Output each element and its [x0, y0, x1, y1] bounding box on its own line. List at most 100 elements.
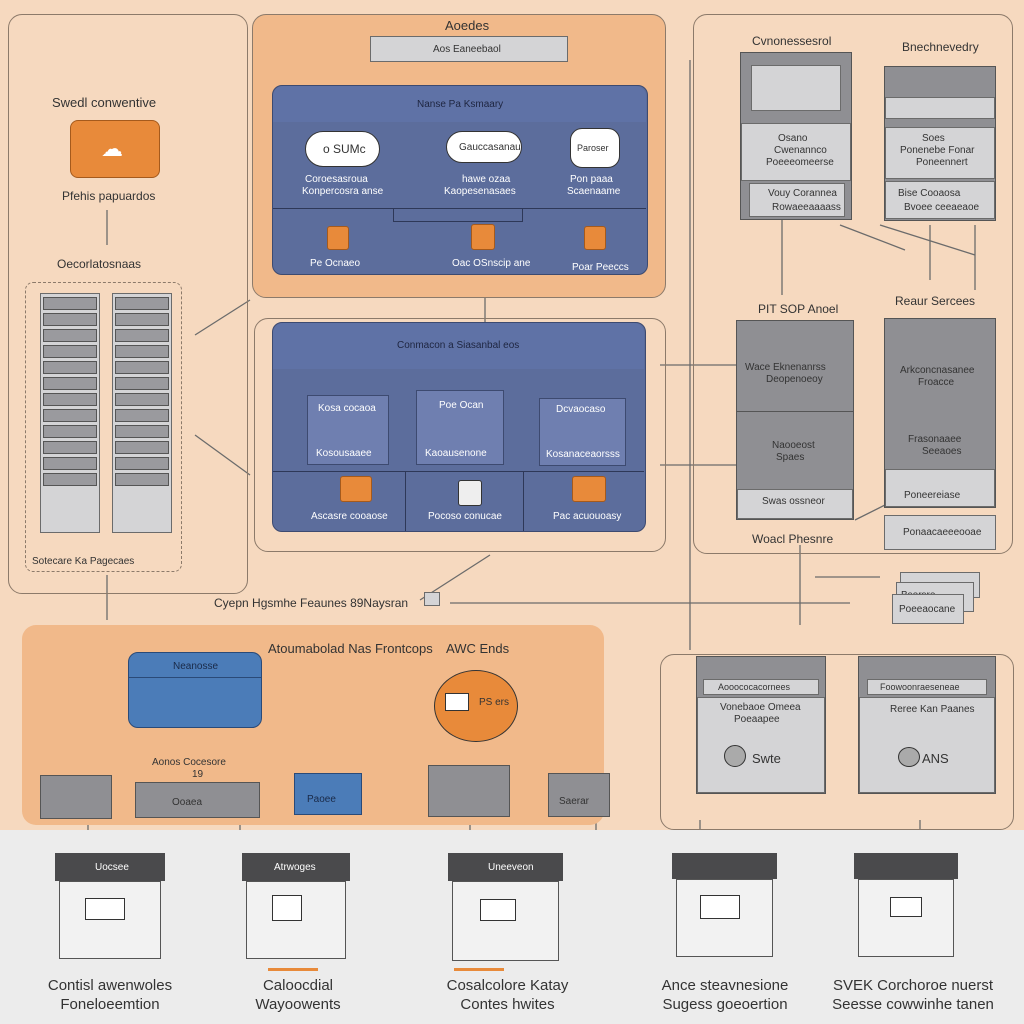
top-header-box: Aos Eaneebaol [370, 36, 568, 62]
right-col1-title: Cvnonessesrol [752, 34, 832, 48]
stack-card-label: Poeeaocane [899, 604, 956, 615]
panel-divider [273, 471, 644, 472]
database-caption: Aonos Cocesore [152, 757, 226, 768]
service-box-label: Kaoausenone [425, 448, 487, 459]
equipment-label: Ooaea [172, 797, 203, 808]
globe-icon [724, 745, 746, 767]
storage-panel [885, 97, 995, 119]
cross-label: Cyepn Hgsmhe Feaunes 89Naysran [214, 596, 409, 610]
integration-panel-header: Conmacon a Siasanbal eos [273, 323, 644, 369]
terminal: Uocsee [55, 853, 165, 963]
storage-group [25, 282, 182, 572]
storage-line: Vouy Corannea [768, 188, 837, 199]
panel-divider [405, 471, 406, 531]
service-box: Dcvaocaso Kosanaceaorsss [539, 398, 626, 466]
tower-line: Frasonaaee [908, 434, 962, 445]
database-number: 19 [192, 769, 204, 780]
services-panel-header: Nanse Pa Ksmaary [273, 86, 646, 122]
awc-label: AWC Ends [446, 641, 510, 656]
storage-line: Ponenebe Fonar [900, 145, 975, 156]
tower-caption: Woacl Phesnre [752, 532, 834, 546]
tower-line: Deopenoeoy [766, 374, 823, 385]
tower-line: Spaes [776, 452, 805, 463]
database-block: Neanosse [128, 652, 262, 728]
database-label: Neanosse [173, 661, 219, 672]
integration-footer: Pocoso conucae [428, 511, 502, 522]
server-icon [327, 226, 349, 250]
cloud-label: Paroser [577, 143, 609, 153]
cloud-glyph-icon: ☁ [101, 136, 123, 161]
service-box-label: Dcvaocaso [556, 404, 606, 415]
appliance-header: Aooococacornees [718, 682, 791, 692]
panel-tab [393, 208, 523, 222]
service-box: Poe Ocan Kaoausenone [416, 390, 504, 465]
cloud-caption: Scaenaame [567, 186, 621, 197]
terminal [854, 853, 958, 961]
panel-divider [523, 471, 524, 531]
tower-line: Seeaoes [922, 446, 962, 457]
right-mid1-title: PIT SOP Anoel [758, 302, 839, 316]
automation-title: Atoumabolad Nas Frontcops [268, 641, 433, 656]
terminal-title: Atrwoges [274, 862, 316, 873]
service-box-label: Kosousaaee [316, 448, 372, 459]
printer-icon [40, 775, 112, 819]
server-icon [471, 224, 495, 250]
cloud-label: Gauccasanau [459, 142, 521, 153]
service-box: Kosa cocaoa Kosousaaee [307, 395, 389, 465]
storage-block: Paoee [294, 773, 362, 815]
cloud-caption: Kaopesenasaes [444, 186, 516, 197]
device-icon [890, 897, 922, 917]
storage-line: Rowaeeaaaass [772, 202, 841, 213]
service-tower [736, 320, 854, 520]
server-label: Oac OSnscip ane [452, 258, 531, 269]
storage-unit [740, 52, 852, 220]
cloud-icon: o SUMc [305, 131, 380, 167]
terminal: Uneeveon [448, 853, 563, 965]
terminal [672, 853, 777, 961]
tower-caption: Ponaacaeeeooae [903, 527, 982, 538]
storage-line: Cwenannco [774, 145, 827, 156]
database-icon [340, 476, 372, 502]
service-box-label: Kosa cocaoa [318, 403, 376, 414]
server-label: Pe Ocnaeo [310, 258, 361, 269]
storage-caption: Sotecare Ka Pagecaes [32, 556, 135, 567]
globe-icon [898, 747, 920, 767]
server-label: Poar Peeccs [572, 262, 629, 273]
service-tower [884, 318, 996, 508]
storage-panel [885, 127, 995, 179]
tower-line: Poneereiase [904, 490, 961, 501]
monitor-icon [700, 895, 740, 919]
document-icon [272, 895, 302, 921]
service-box-label: Poe Ocan [439, 400, 484, 411]
top-header-label: Aos Eaneebaol [433, 44, 501, 55]
globe-label: PS ers [479, 697, 510, 708]
cloud-icon: Gauccasanau [446, 131, 522, 163]
bottom-right-region [660, 654, 1014, 830]
appliance-line: Vonebaoe Omeea [720, 702, 801, 713]
connector-icon [424, 592, 440, 606]
orange-marker [268, 968, 318, 971]
cloud-caption: Pon paaa [570, 174, 613, 185]
terminal-title: Uocsee [95, 862, 129, 873]
cloud-caption: Konpercosra anse [302, 186, 384, 197]
appliance-box: Aooococacornees [696, 656, 826, 794]
left-title: Swedl conwentive [52, 95, 157, 110]
right-mid2-title: Reaur Sercees [895, 294, 976, 308]
storage-line: Bise Cooaosa [898, 188, 961, 199]
right-col2-title: Bnechnevedry [902, 40, 979, 54]
appliance-header: Foowoonraeseneae [880, 682, 960, 692]
device-icon [445, 693, 469, 711]
terminal: Atrwoges [242, 853, 350, 963]
appliance-sub: Poeaapee [734, 714, 780, 725]
storage-panel [741, 123, 851, 181]
equipment-label: Saerar [559, 796, 590, 807]
tower-line: Naooeost [772, 440, 815, 451]
tower-caption-box: Ponaacaeeeooae [884, 515, 996, 550]
equipment-box: Ooaea [135, 782, 260, 818]
storage-title: Oecorlatosnaas [57, 257, 142, 271]
network-icon [572, 476, 606, 502]
appliance-box: Foowoonraeseneae [858, 656, 996, 794]
